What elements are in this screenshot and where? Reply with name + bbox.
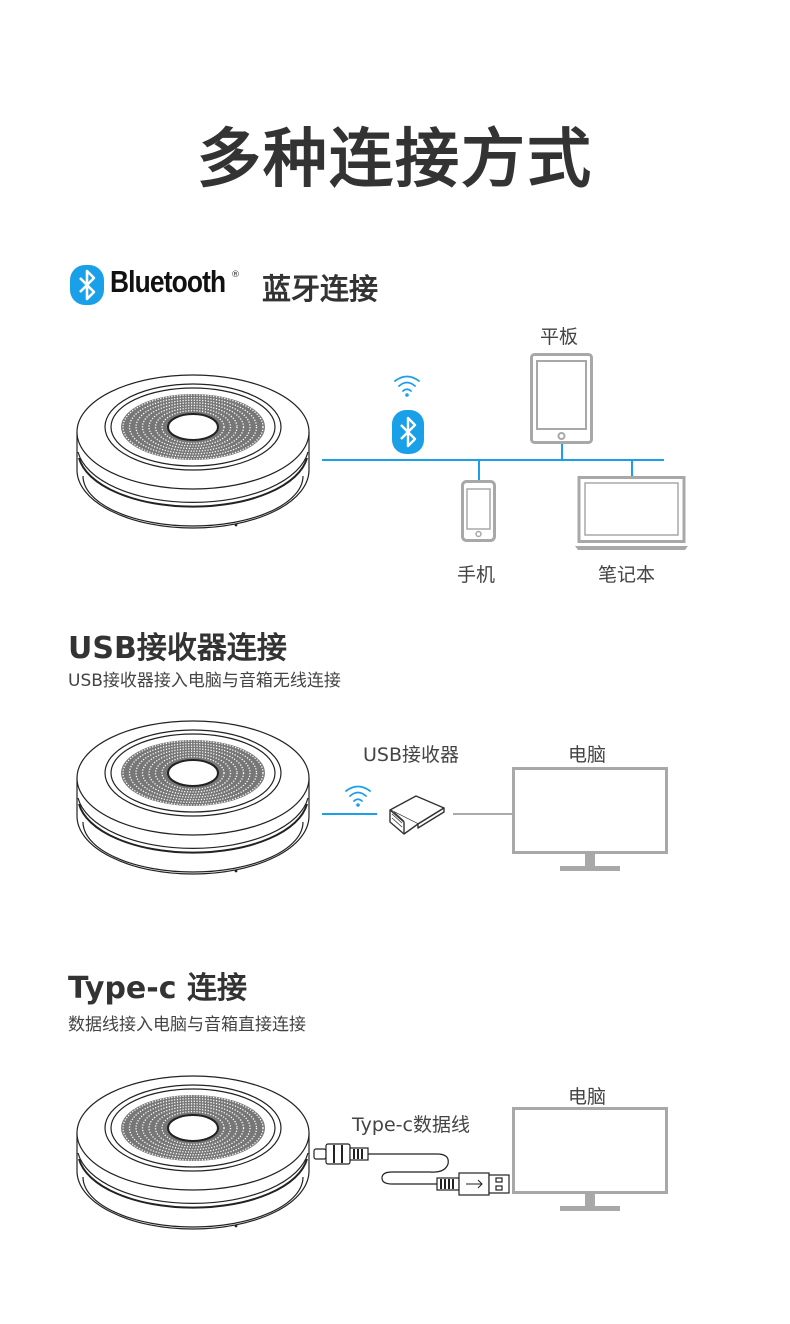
tablet-label: 平板 <box>540 326 579 348</box>
connection-line <box>478 459 480 481</box>
page-title: 多种连接方式 <box>197 123 593 197</box>
bluetooth-heading: 蓝牙连接 <box>262 272 379 306</box>
connection-line <box>453 813 513 815</box>
usb-receiver-label: USB接收器 <box>363 744 460 766</box>
phone-label: 手机 <box>457 564 496 586</box>
typec-cable-label: Type-c数据线 <box>352 1114 470 1136</box>
wifi-icon <box>345 785 371 807</box>
computer-label: 电脑 <box>568 1086 607 1108</box>
connection-line <box>322 459 664 461</box>
usb-heading: USB接收器连接 <box>68 631 287 666</box>
registered-mark: ® <box>231 270 240 280</box>
connection-line <box>631 459 633 477</box>
bluetooth-icon <box>392 410 424 454</box>
computer-label: 电脑 <box>568 744 607 766</box>
connection-line <box>322 813 377 815</box>
laptop-label: 笔记本 <box>598 564 656 586</box>
speaker-illustration <box>76 720 310 875</box>
phone-icon <box>461 480 496 542</box>
typec-cable-icon <box>313 1143 510 1196</box>
usb-subtitle: USB接收器接入电脑与音箱无线连接 <box>68 671 341 691</box>
wifi-icon <box>394 375 420 397</box>
typec-heading: Type-c 连接 <box>68 971 247 1006</box>
monitor-icon <box>512 767 668 871</box>
bluetooth-logo-icon <box>70 265 104 305</box>
usb-receiver-icon <box>389 795 445 835</box>
speaker-illustration <box>76 1075 310 1230</box>
speaker-illustration <box>76 374 310 529</box>
bluetooth-wordmark: Bluetooth <box>110 264 226 299</box>
laptop-icon <box>575 476 688 550</box>
tablet-icon <box>530 353 593 444</box>
typec-subtitle: 数据线接入电脑与音箱直接连接 <box>68 1015 306 1035</box>
monitor-icon <box>512 1107 668 1211</box>
connection-line <box>561 443 563 460</box>
